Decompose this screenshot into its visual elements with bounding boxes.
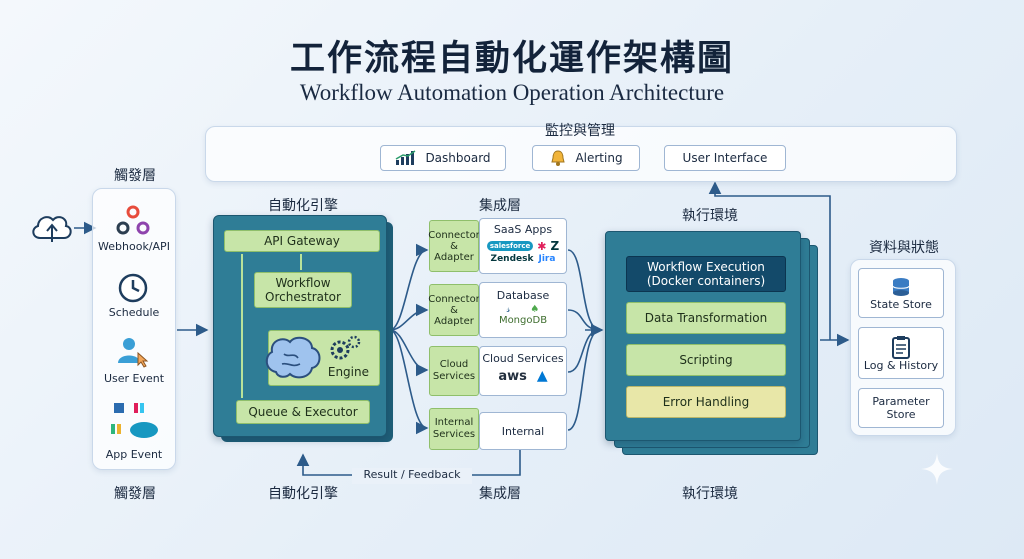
zendesk-z-icon: Z xyxy=(550,239,560,253)
connector2-line3: Adapter xyxy=(434,315,474,327)
cloud-upload-icon xyxy=(32,216,72,242)
parameter-store-box[interactable]: Parameter Store xyxy=(858,388,944,428)
schedule-label: Schedule xyxy=(108,306,160,319)
queue-label: Queue & Executor xyxy=(248,405,358,419)
cloud-services-label: Cloud Services xyxy=(482,352,564,365)
error-handling-box[interactable]: Error Handling xyxy=(626,386,786,418)
scripting-label: Scripting xyxy=(679,353,733,367)
internal-box[interactable]: Internal xyxy=(479,412,567,450)
connector1-line2: & xyxy=(450,240,458,252)
saas-apps-box[interactable]: SaaS Apps salesforce ✱ Z Zendesk Jira xyxy=(479,218,567,274)
gears-icon xyxy=(330,335,361,360)
state-store-box[interactable]: State Store xyxy=(858,268,944,318)
app-event-label: App Event xyxy=(105,448,163,461)
internal-label: Internal xyxy=(501,424,545,438)
cloud-line2: Services xyxy=(432,371,476,382)
database-label: Database xyxy=(496,289,550,302)
param-line2: Store xyxy=(886,408,916,421)
leaf-icon: ♠ xyxy=(530,304,540,315)
connector1-line1: Connector xyxy=(428,229,480,241)
scripting-box[interactable]: Scripting xyxy=(626,344,786,376)
trigger-layer-title: 觸發層 xyxy=(114,168,156,184)
brain-icon xyxy=(265,336,321,379)
aws-logo: aws xyxy=(498,368,527,384)
trigger-layer-panel xyxy=(92,188,176,470)
webhook-label: Webhook/API xyxy=(98,240,170,253)
execution-bottom-title: 執行環境 xyxy=(682,486,738,502)
connector-adapter-2[interactable]: Connector & Adapter xyxy=(428,284,480,336)
cloud-services-connector[interactable]: Cloud Services xyxy=(429,346,479,396)
engine-label: Engine xyxy=(327,365,369,379)
dashboard-button[interactable]: Dashboard xyxy=(380,145,506,171)
app-icons xyxy=(111,403,158,438)
engine-inner-line-2 xyxy=(300,254,302,270)
trigger-layer-bottom-title: 觸發層 xyxy=(114,486,156,502)
database-icon xyxy=(892,277,910,296)
clipboard-icon xyxy=(892,335,910,359)
cloud-services-box[interactable]: Cloud Services aws ▲ xyxy=(479,346,567,396)
orchestrator-line2: Orchestrator xyxy=(265,290,341,304)
user-event-label: User Event xyxy=(103,372,165,385)
param-line1: Parameter xyxy=(872,395,930,408)
user-interface-button[interactable]: User Interface xyxy=(664,145,786,171)
alerting-label: Alerting xyxy=(575,151,623,165)
data-transform-label: Data Transformation xyxy=(644,311,768,325)
connector1-line3: Adapter xyxy=(434,251,474,263)
salesforce-logo: salesforce xyxy=(486,241,534,251)
workflow-exec-line2: (Docker containers) xyxy=(646,274,766,288)
integration-bottom-title: 集成層 xyxy=(479,486,521,502)
internal-line2: Services xyxy=(432,429,476,440)
internal-services-connector[interactable]: Internal Services xyxy=(429,408,479,450)
title-chinese: 工作流程自動化運作架構圖 xyxy=(289,38,734,79)
result-feedback-label: Result / Feedback xyxy=(352,468,472,484)
workflow-orchestrator-box[interactable]: Workflow Orchestrator xyxy=(254,272,352,308)
internal-line1: Internal xyxy=(434,417,474,428)
orchestrator-line1: Workflow xyxy=(275,276,331,290)
api-gateway-label: API Gateway xyxy=(264,234,340,248)
mongodb-logo: MongoDB xyxy=(498,315,548,326)
database-box[interactable]: Database 𝓈 ♠ MongoDB xyxy=(479,282,567,338)
azure-icon: ▲ xyxy=(536,368,548,384)
slack-icon: ✱ xyxy=(537,239,547,253)
data-state-title: 資料與狀態 xyxy=(869,240,939,256)
data-transformation-box[interactable]: Data Transformation xyxy=(626,302,786,334)
saas-apps-label: SaaS Apps xyxy=(493,223,553,236)
engine-title: 自動化引擎 xyxy=(268,198,338,214)
engine-bottom-title: 自動化引擎 xyxy=(268,486,338,502)
zendesk-logo: Zendesk xyxy=(490,254,534,264)
connector-adapter-1[interactable]: Connector & Adapter xyxy=(428,220,480,272)
monitoring-title: 監控與管理 xyxy=(545,123,615,139)
jira-logo: Jira xyxy=(538,254,556,264)
user-interface-label: User Interface xyxy=(682,151,768,165)
connector2-line1: Connector xyxy=(428,293,480,305)
cloud-line1: Cloud xyxy=(439,359,469,370)
log-history-label: Log & History xyxy=(863,358,939,372)
dashboard-label: Dashboard xyxy=(425,151,491,165)
api-gateway-box[interactable]: API Gateway xyxy=(224,230,380,252)
alerting-button[interactable]: Alerting xyxy=(532,145,640,171)
webhook-icon xyxy=(116,205,150,235)
engine-inner-line xyxy=(241,254,243,398)
log-history-box[interactable]: Log & History xyxy=(858,327,944,379)
title-english: Workflow Automation Operation Architectu… xyxy=(299,80,725,105)
dashboard-chart-icon xyxy=(396,150,416,165)
workflow-execution-box[interactable]: Workflow Execution (Docker containers) xyxy=(626,256,786,292)
postgres-icon: 𝓈 xyxy=(506,304,511,315)
execution-title: 執行環境 xyxy=(682,208,738,224)
integration-title: 集成層 xyxy=(479,198,521,214)
bell-icon xyxy=(551,150,566,166)
connector2-line2: & xyxy=(450,304,458,316)
sparkle-icon xyxy=(921,453,953,485)
clock-icon xyxy=(118,273,148,303)
error-handling-label: Error Handling xyxy=(662,395,750,409)
user-click-icon xyxy=(118,338,149,368)
queue-executor-box[interactable]: Queue & Executor xyxy=(236,400,370,424)
workflow-exec-line1: Workflow Execution xyxy=(647,260,765,274)
state-store-label: State Store xyxy=(870,297,932,311)
